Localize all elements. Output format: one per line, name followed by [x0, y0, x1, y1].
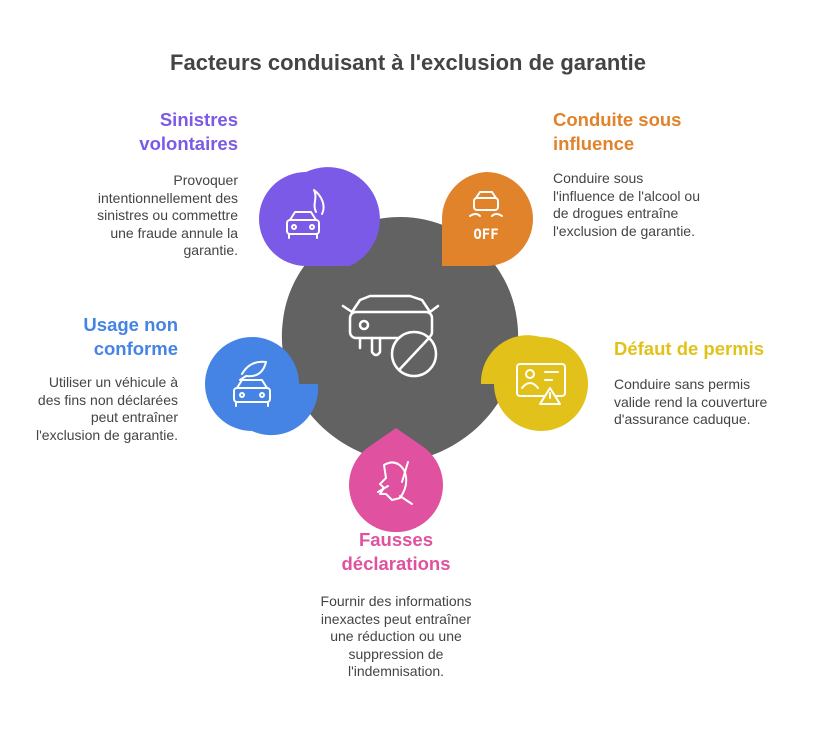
factor-title-usage: Usage non conforme: [83, 314, 178, 359]
car-off-icon: OFF: [469, 191, 503, 243]
pink-teardrop: [349, 428, 443, 533]
orange-teardrop: [441, 172, 533, 266]
factor-title-influence: Conduite sous influence: [553, 109, 682, 154]
page-title: Facteurs conduisant à l'exclusion de gar…: [170, 50, 646, 75]
car-fire-icon: [286, 189, 325, 239]
factor-desc-declarations: Fournir des informations inexactes peut …: [320, 593, 472, 679]
factor-desc-permis: Conduire sans permis valide rend la couv…: [614, 376, 768, 427]
purple-teardrop: [259, 167, 380, 266]
lying-face-icon: [377, 461, 413, 505]
car-leaf-icon: [233, 360, 271, 407]
factor-desc-influence: Conduire sous l'influence de l'alcool ou…: [553, 170, 700, 239]
factor-title-declarations: Fausses déclarations: [341, 529, 451, 574]
factor-desc-usage: Utiliser un véhicule à des fins non décl…: [36, 374, 178, 443]
off-label: OFF: [473, 227, 498, 243]
blue-teardrop: [205, 337, 319, 436]
factor-title-sinistres: Sinistres volontaires: [139, 109, 238, 154]
id-card-warning-icon: [516, 363, 566, 405]
factor-title-permis: Défaut de permis: [614, 338, 765, 359]
car-prohibited-icon: [341, 294, 440, 378]
yellow-teardrop: [480, 335, 588, 431]
factor-desc-sinistres: Provoquer intentionnellement des sinistr…: [97, 172, 238, 258]
